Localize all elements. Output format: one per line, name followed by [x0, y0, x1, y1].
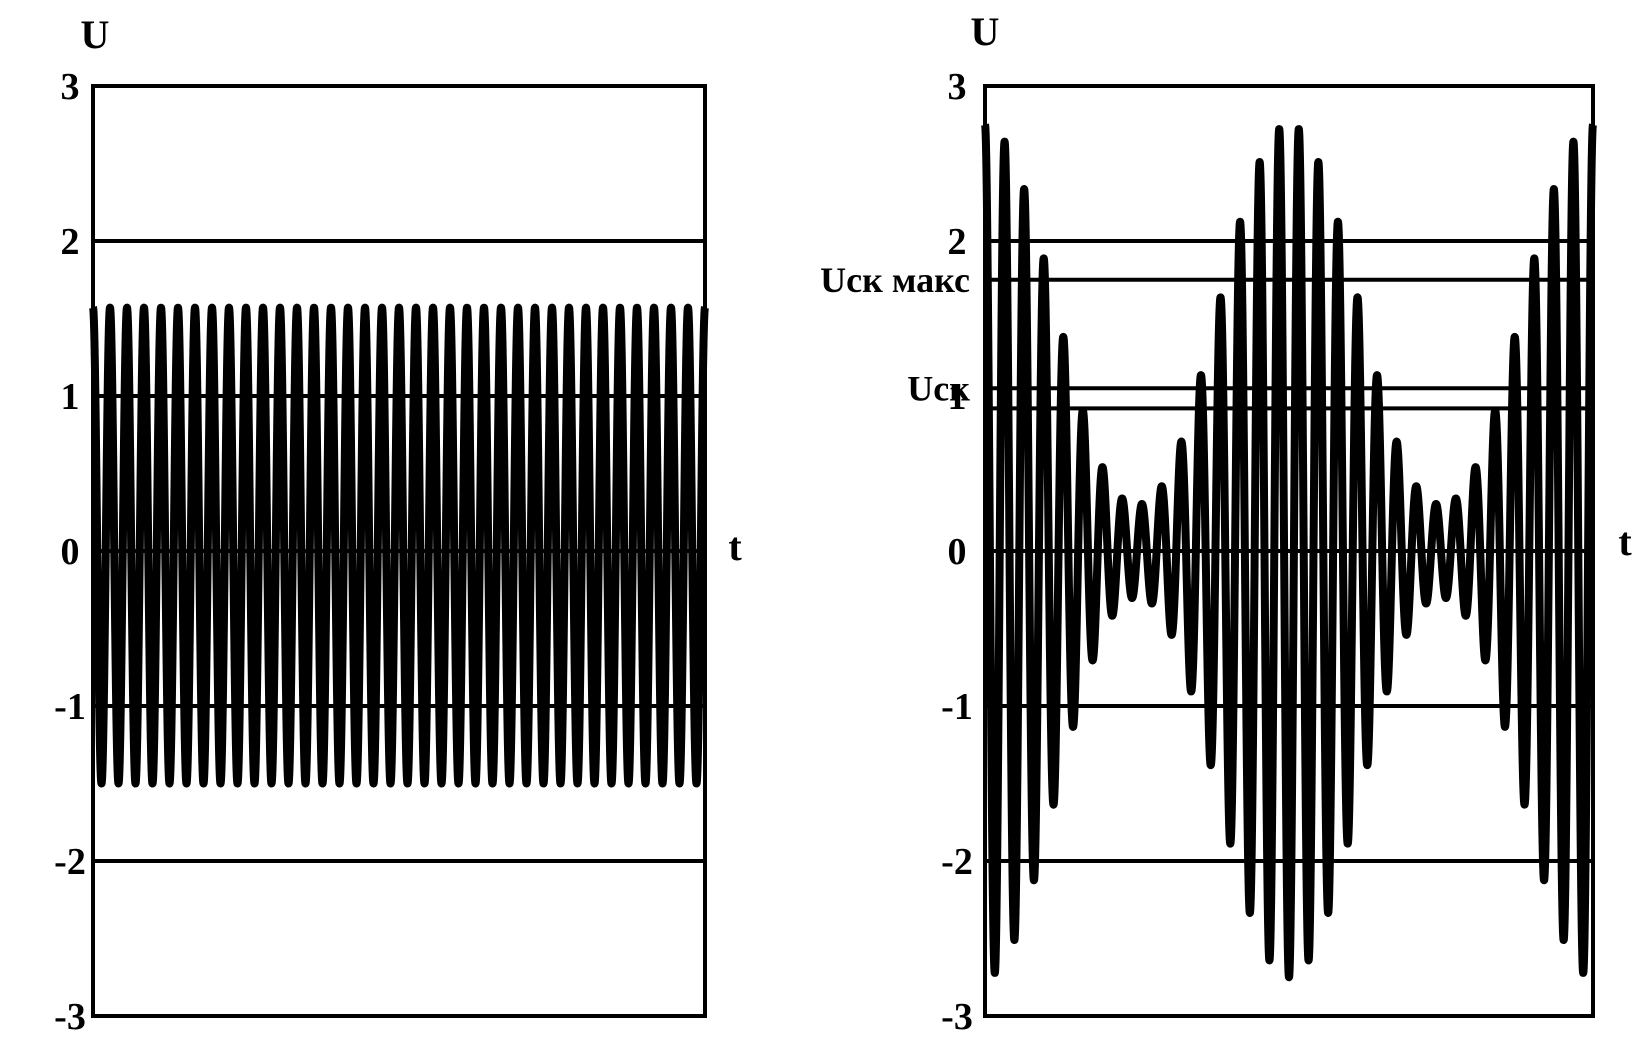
- y-tick-label-0: 3: [948, 66, 967, 108]
- y-tick-label-5: -2: [54, 841, 86, 883]
- y-tick-label-5: -2: [941, 841, 973, 883]
- y-tick-label-4: -1: [941, 686, 973, 728]
- left-y-axis-label: U: [81, 12, 110, 57]
- right-x-axis-label: t: [1618, 519, 1632, 564]
- y-tick-label-4: -1: [54, 686, 86, 728]
- y-tick-label-1: 2: [948, 221, 967, 263]
- y-tick-label-3: 0: [948, 531, 967, 573]
- y-tick-label-6: -3: [941, 996, 973, 1038]
- y-tick-label-0: 3: [61, 66, 80, 108]
- right-y-axis-label: U: [971, 9, 1000, 54]
- right-y-tick-labels: 3 2 1 0 -1 -2 -3: [941, 66, 973, 1038]
- y-tick-label-1: 2: [61, 221, 80, 263]
- right-series-line: [981, 121, 1597, 982]
- reference-line-label-0: Uск макс: [820, 260, 970, 300]
- left-x-axis-label: t: [728, 524, 742, 569]
- y-tick-label-2: 1: [61, 376, 80, 418]
- left-series-line: [89, 303, 709, 788]
- y-tick-label-3: 0: [61, 531, 80, 573]
- left-y-tick-labels: 3 2 1 0 -1 -2 -3: [54, 66, 86, 1038]
- reference-line-label-1: Uск: [907, 368, 970, 408]
- y-tick-label-2: 1: [948, 376, 967, 418]
- y-tick-label-6: -3: [54, 996, 86, 1038]
- left-chart-panel: 3 2 1 0 -1 -2 -3 U t: [54, 12, 742, 1038]
